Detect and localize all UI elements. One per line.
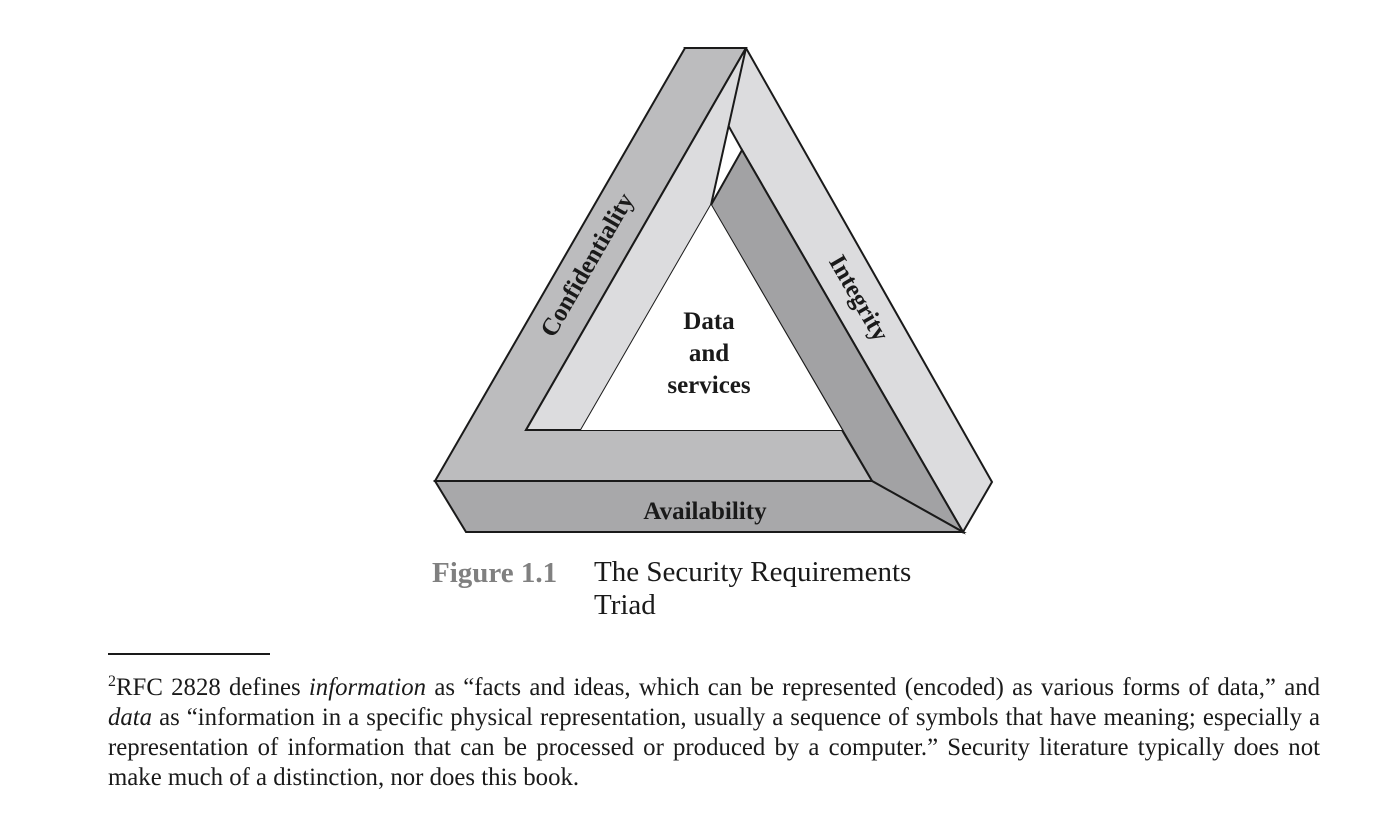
footnote-term-data: data (108, 704, 153, 731)
figure-title: The Security Requirements Triad (594, 556, 912, 621)
center-label-line-2: and (689, 340, 729, 367)
center-triangle (581, 205, 842, 430)
footnote-text-3: as “information in a specific physical r… (108, 704, 1320, 791)
footnote-text-1: RFC 2828 defines (116, 674, 309, 701)
footnote-marker: 2 (108, 673, 116, 690)
availability-label: Availability (643, 498, 767, 525)
security-triad-diagram: Data and services Confidentiality Integr… (433, 47, 994, 535)
center-label-line-1: Data (683, 308, 735, 335)
center-label-line-3: services (667, 372, 751, 399)
availability-face (433, 480, 967, 533)
footnote-text-2: as “facts and ideas, which can be repres… (426, 674, 1320, 701)
footnote-divider (108, 653, 270, 655)
figure-number: Figure 1.1 (432, 557, 558, 589)
footnote: 2RFC 2828 defines information as “facts … (108, 673, 1320, 793)
figure-caption: Figure 1.1 The Security Requirements Tri… (432, 556, 992, 622)
footnote-term-information: information (308, 674, 427, 701)
